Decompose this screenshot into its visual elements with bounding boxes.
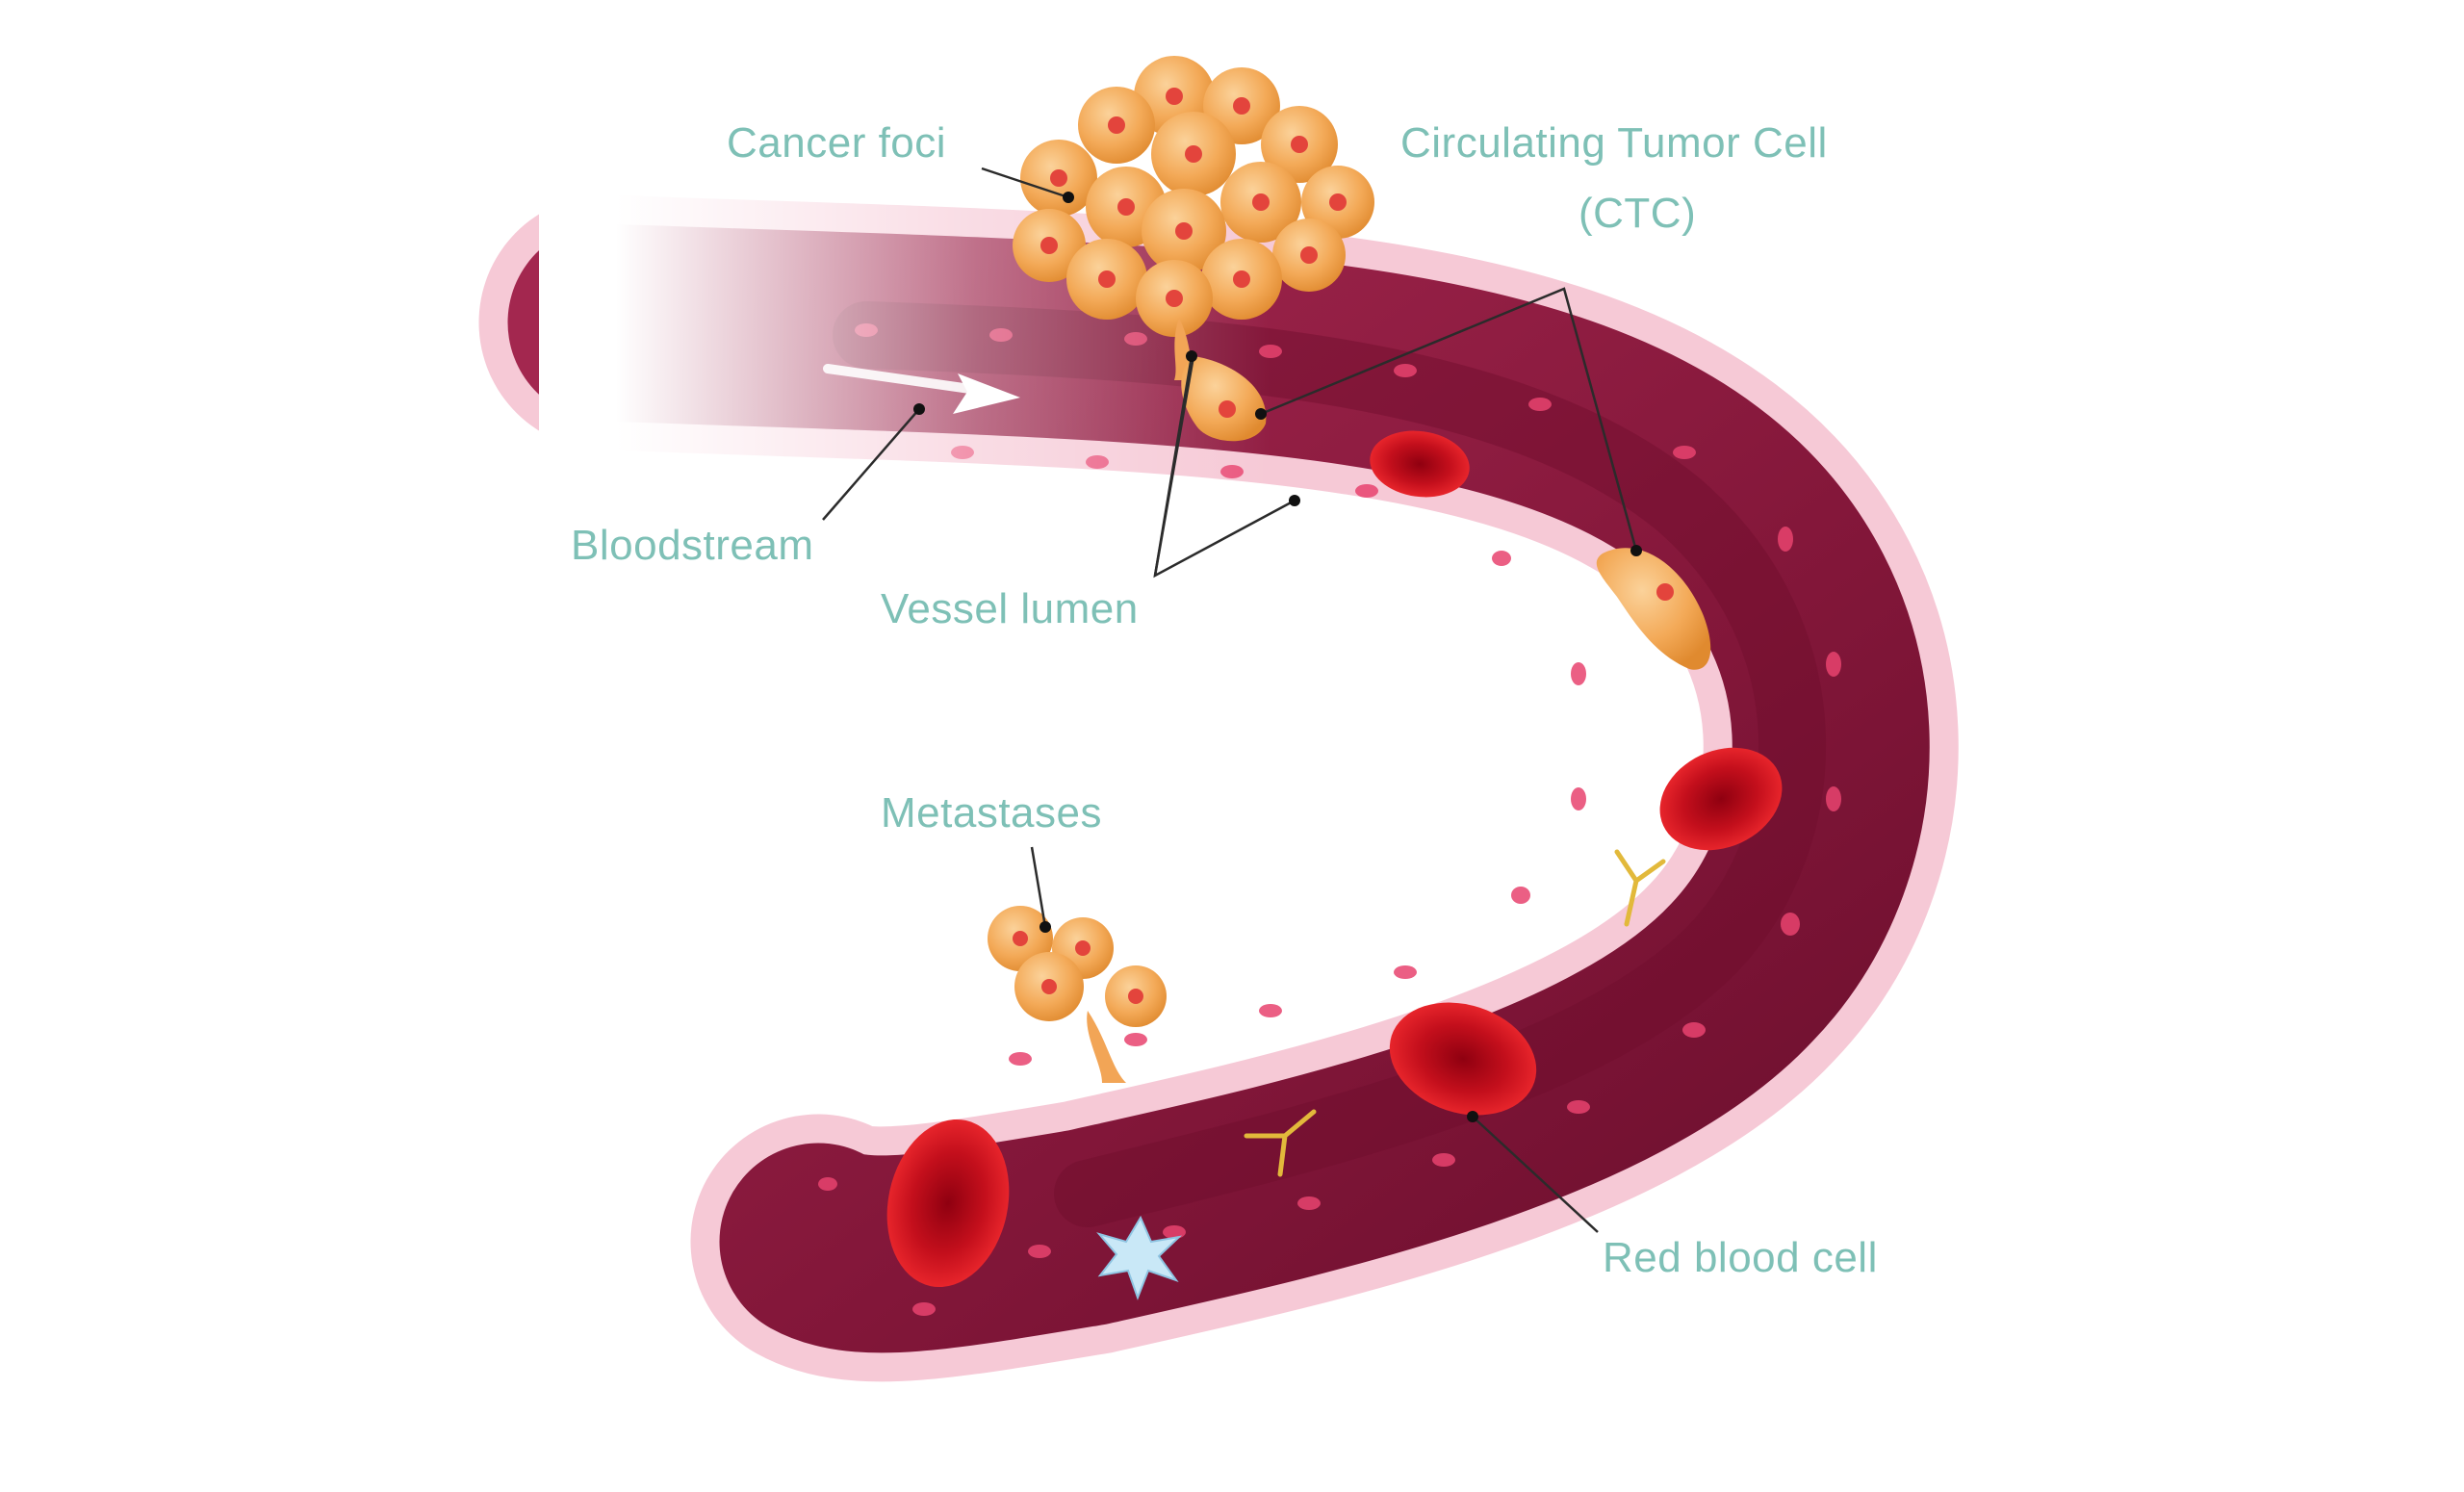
red-blood-cell-2 <box>1659 747 1783 851</box>
ctc-cell-2 <box>1596 548 1711 670</box>
red-blood-cell-1 <box>1370 430 1470 498</box>
ctc-cell-1 <box>1181 356 1267 442</box>
red-blood-cell-3 <box>1389 1002 1537 1116</box>
label-ctc-line2: (CTC) <box>1578 190 1697 237</box>
label-ctc-line1: Circulating Tumor Cell <box>1400 119 1828 167</box>
leader-dots <box>913 192 1642 1122</box>
label-metastases: Metastases <box>881 789 1102 836</box>
leader-lines <box>822 167 1638 1233</box>
white-cell-icon <box>1096 1215 1183 1300</box>
antibody-icon-2 <box>1244 1109 1317 1177</box>
red-blood-cell-4 <box>886 1119 1010 1288</box>
leader-cancer-foci <box>981 167 1069 199</box>
leader-ctc <box>1260 287 1638 552</box>
label-bloodstream: Bloodstream <box>571 522 814 569</box>
metastases-cluster <box>988 906 1167 1083</box>
leader-metastases <box>1030 846 1047 928</box>
leader-red-blood-cell <box>1472 1116 1599 1233</box>
bloodstream-arrow-icon <box>823 364 1020 414</box>
vessel-core-shade <box>833 301 1826 1227</box>
label-cancer-foci: Cancer foci <box>727 119 947 167</box>
label-red-blood-cell: Red blood cell <box>1603 1234 1878 1281</box>
label-vessel-lumen: Vessel lumen <box>881 585 1139 632</box>
cancer-foci-cluster <box>1013 56 1374 380</box>
leader-bloodstream <box>822 408 920 521</box>
vessel-lumen <box>507 223 1930 1353</box>
antibody-icon <box>1614 849 1666 927</box>
leader-vessel-lumen-2 <box>1153 355 1195 577</box>
